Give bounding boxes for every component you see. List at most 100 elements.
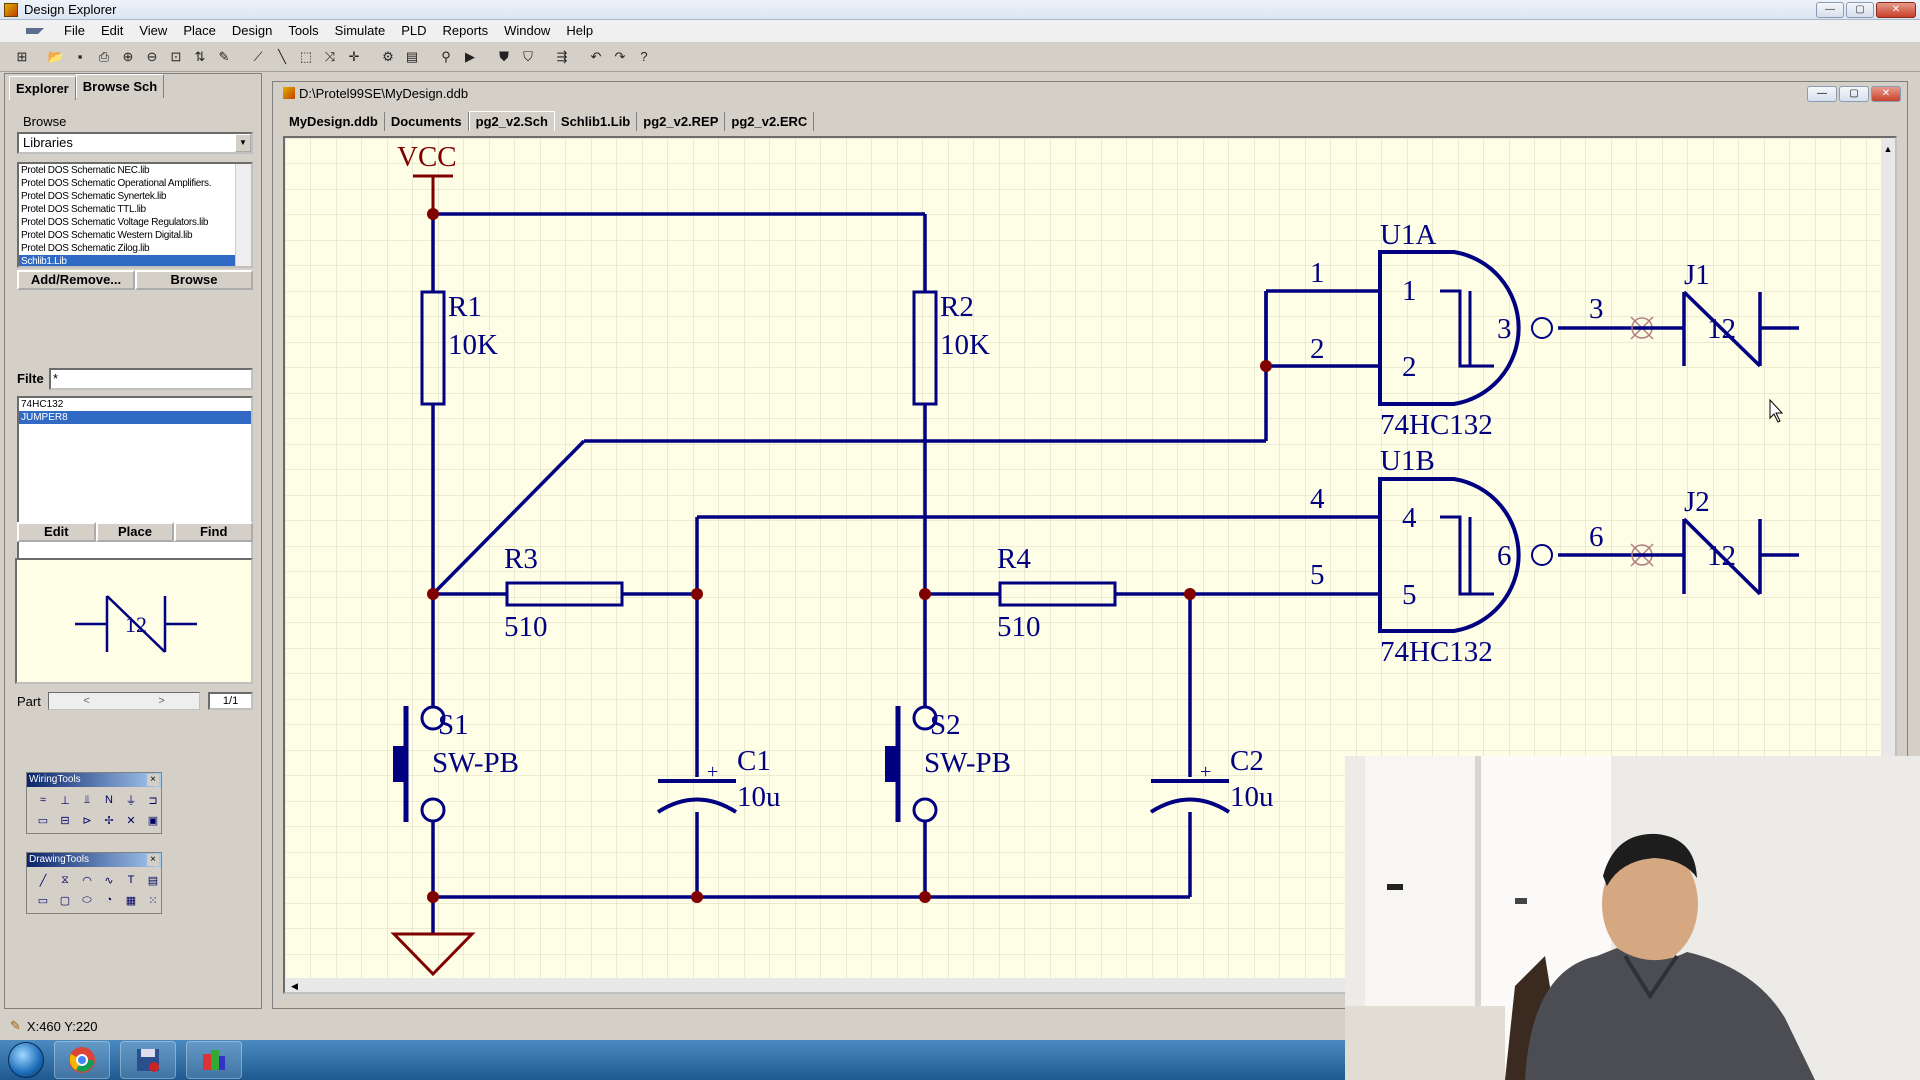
library-scrollbar[interactable] (235, 164, 251, 266)
resistor-r3[interactable]: R3 510 (504, 543, 624, 643)
switch-s2[interactable]: S2 SW-PB (885, 705, 1011, 823)
undo-icon[interactable]: ↶ (590, 48, 602, 64)
place-button[interactable]: Place (95, 522, 175, 542)
component-item[interactable]: 74HC132 (21, 399, 64, 410)
menu-pld[interactable]: PLD (401, 23, 427, 38)
library-list[interactable]: Protel DOS Schematic NEC.lib Protel DOS … (17, 162, 253, 268)
menu-window[interactable]: Window (504, 23, 551, 38)
sheet-entry-icon[interactable]: ⊟ (60, 814, 70, 827)
line-icon[interactable]: ╱ (39, 874, 47, 887)
menu-tools[interactable]: Tools (288, 23, 319, 38)
part-next-button[interactable]: > (158, 695, 165, 707)
pie-icon[interactable]: ◔ (105, 894, 113, 906)
move-icon[interactable]: ✛ (348, 48, 360, 64)
ground-symbol[interactable] (390, 932, 476, 977)
browse-library-icon[interactable]: ▤ (405, 48, 419, 64)
switch-s1[interactable]: S1 SW-PB (393, 705, 519, 823)
jumper-j2[interactable]: J2 12 (1634, 486, 1762, 596)
tab-browse-sch[interactable]: Browse Sch (75, 74, 165, 98)
vcc-power-port[interactable]: VCC (397, 141, 457, 214)
protel-taskbar-icon[interactable] (186, 1041, 242, 1079)
browse-mode-select[interactable]: Libraries ▼ (17, 132, 253, 154)
menu-view[interactable]: View (139, 23, 168, 38)
edit-button[interactable]: Edit (17, 522, 96, 542)
library-item[interactable]: Protel DOS Schematic Voltage Regulators.… (21, 217, 209, 228)
no-erc-icon[interactable]: ✕ (126, 814, 136, 827)
library-item[interactable]: Protel DOS Schematic TTL.lib (21, 204, 146, 215)
part-prev-button[interactable]: < (83, 695, 90, 707)
chrome-taskbar-icon[interactable] (54, 1041, 110, 1079)
jumper-j1[interactable]: J1 12 (1634, 259, 1762, 368)
probe-icon[interactable]: ⚲ (441, 48, 451, 64)
tools-1-icon[interactable]: ⛊ (499, 48, 509, 64)
close-button[interactable]: ✕ (1876, 2, 1916, 18)
menu-reports[interactable]: Reports (442, 23, 489, 38)
gate-u1a[interactable]: U1A 74HC132 1 2 3 (1378, 219, 1553, 441)
open-icon[interactable]: 📂 (47, 48, 65, 64)
browse-button[interactable]: Browse (135, 270, 253, 290)
bus-entry-icon[interactable]: ⫫ (83, 793, 91, 806)
cross-probe-icon[interactable]: ✎ (218, 48, 230, 64)
scroll-up-icon[interactable]: ▲ (1884, 144, 1893, 154)
menu-design[interactable]: Design (231, 23, 273, 38)
wire-icon[interactable]: ≈ (39, 794, 47, 806)
junction-icon[interactable]: ✢ (104, 814, 114, 827)
arc-icon[interactable]: ◠ (82, 874, 92, 887)
design-manager-icon[interactable]: ⊞ (16, 48, 28, 64)
net-label-icon[interactable]: N (105, 794, 113, 806)
run-icon[interactable]: ▶ (465, 48, 475, 64)
select-icon[interactable]: ⬚ (299, 48, 313, 64)
start-button[interactable] (8, 1042, 44, 1078)
resistor-r4[interactable]: R4 510 (997, 543, 1117, 643)
capacitor-c1[interactable]: + C1 10u (656, 745, 781, 814)
wire-tool-icon[interactable]: ⟋ (253, 48, 263, 64)
library-item-selected[interactable]: Schlib1.Lib (19, 255, 251, 266)
pcb-layout-icon[interactable]: ▣ (147, 814, 159, 827)
doc-close-button[interactable]: ✕ (1871, 86, 1901, 102)
text-frame-icon[interactable]: ▤ (147, 874, 159, 887)
bezier-icon[interactable]: ∿ (104, 874, 114, 887)
library-item[interactable]: Protel DOS Schematic Zilog.lib (21, 243, 150, 254)
library-item[interactable]: Protel DOS Schematic Operational Amplifi… (21, 178, 212, 189)
redo-icon[interactable]: ↷ (614, 48, 626, 64)
tab-pg2-erc[interactable]: pg2_v2.ERC (725, 111, 815, 131)
part-icon[interactable]: ⊐ (148, 794, 158, 807)
scroll-left-icon[interactable]: ◀ (291, 981, 298, 991)
deselect-icon[interactable]: ⤨ (324, 48, 336, 64)
bus-icon[interactable]: ⊥ (60, 794, 70, 807)
tab-documents[interactable]: Documents (385, 111, 469, 131)
table-icon[interactable]: ⇶ (556, 48, 568, 64)
capacitor-c2[interactable]: + C2 10u (1149, 745, 1274, 814)
find-button[interactable]: Find (174, 522, 254, 542)
save-app-taskbar-icon[interactable] (120, 1041, 176, 1079)
help-icon[interactable]: ? (640, 49, 648, 64)
gate-u1b[interactable]: U1B 74HC132 4 5 6 (1378, 445, 1553, 668)
tab-mydesign[interactable]: MyDesign.ddb (283, 111, 385, 131)
chevron-down-icon[interactable]: ▼ (235, 134, 251, 152)
component-item-selected[interactable]: JUMPER8 (19, 411, 251, 424)
tab-explorer[interactable]: Explorer (9, 76, 76, 100)
menu-file[interactable]: File (64, 23, 85, 38)
doc-minimize-button[interactable]: — (1807, 86, 1837, 102)
text-icon[interactable]: T (127, 874, 135, 886)
maximize-button[interactable]: ▢ (1846, 2, 1874, 18)
library-item[interactable]: Protel DOS Schematic Western Digital.lib (21, 230, 193, 241)
tab-pg2-rep[interactable]: pg2_v2.REP (637, 111, 726, 131)
ground-icon[interactable]: ⏚ (125, 795, 137, 807)
zoom-in-icon[interactable]: ⊕ (122, 48, 134, 64)
sheet-symbol-icon[interactable]: ▭ (37, 814, 49, 827)
close-icon[interactable]: × (147, 854, 159, 866)
menu-edit[interactable]: Edit (100, 23, 124, 38)
polygon-icon[interactable]: ⧖ (61, 873, 69, 886)
menu-help[interactable]: Help (566, 23, 594, 38)
save-icon[interactable]: ▪ (77, 49, 83, 64)
hierarchy-icon[interactable]: ⇅ (194, 48, 206, 64)
array-icon[interactable]: ⁙ (148, 894, 158, 907)
zoom-fit-icon[interactable]: ⊡ (170, 48, 182, 64)
minimize-button[interactable]: — (1816, 2, 1844, 18)
filter-input[interactable]: * (49, 368, 253, 390)
port-icon[interactable]: ⊳ (82, 814, 92, 827)
add-remove-button[interactable]: Add/Remove... (17, 270, 135, 290)
line-tool-icon[interactable]: ╲ (278, 48, 286, 64)
menu-place[interactable]: Place (183, 23, 216, 38)
